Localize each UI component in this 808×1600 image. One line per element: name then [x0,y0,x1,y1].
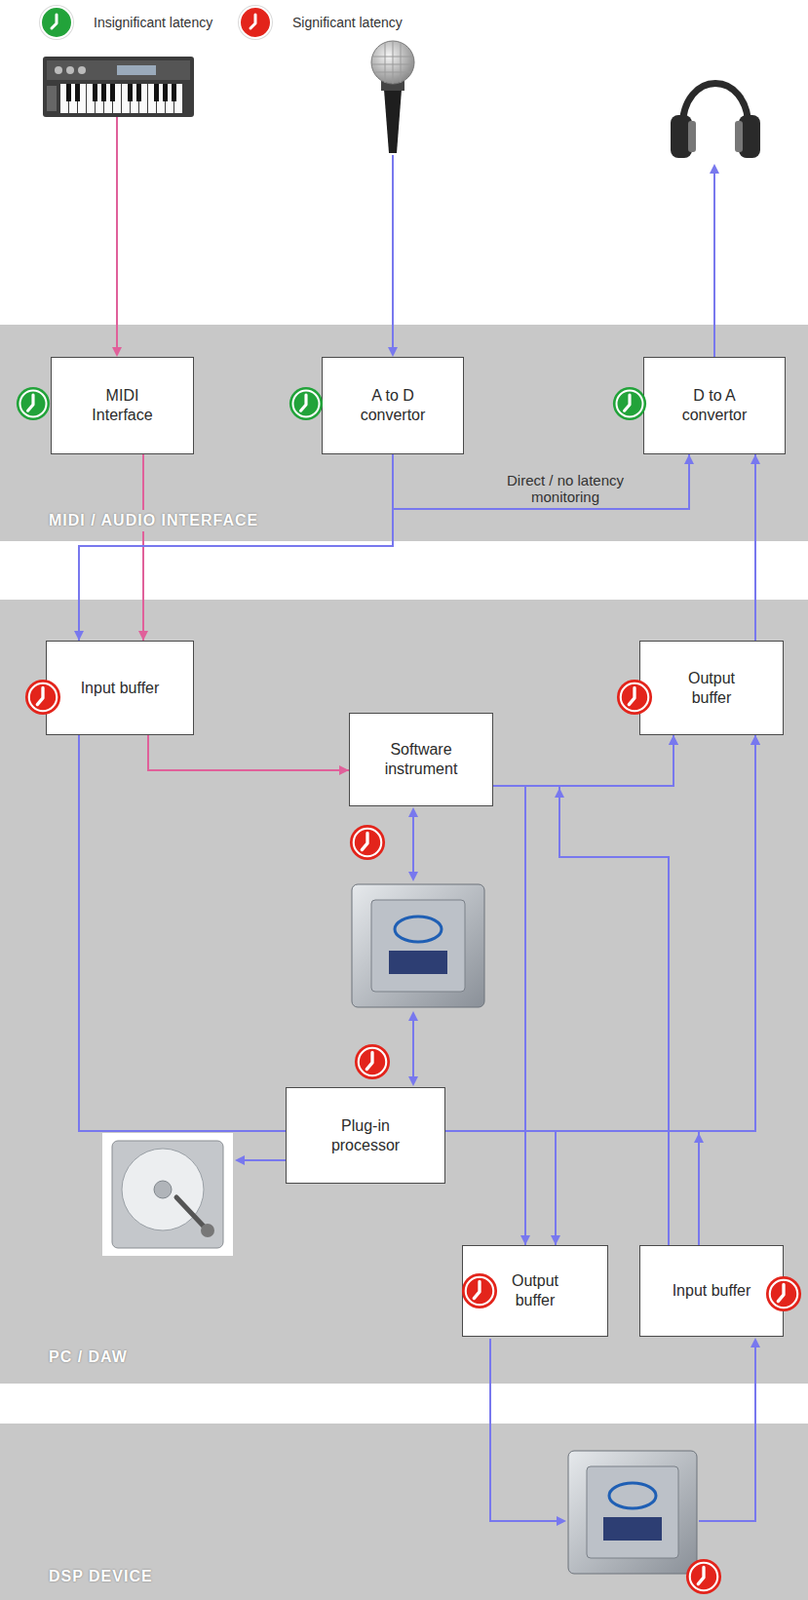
box-label: Output buffer [491,1270,579,1310]
box-label: Software instrument [377,739,465,779]
edge-label: Direct / no latency monitoring [482,471,649,505]
clock-hand-stroke [51,14,57,29]
region-label: DSP DEVICE [45,1565,156,1587]
cpu-chip [351,884,485,1007]
box-label: Input buffer [80,678,160,698]
box-label: Input buffer [672,1280,752,1301]
clock-hand [240,7,270,38]
legend-label: Significant latency [292,13,403,32]
microphone [371,40,415,154]
process-box: D to A convertor [643,356,786,455]
headphones [670,83,761,159]
box-label: D to A convertor [670,385,759,425]
legend-swatch [238,5,272,39]
process-box: Input buffer [45,640,194,735]
region-label: PC / DAW [45,1346,131,1368]
box-label: Output buffer [667,668,756,708]
process-box: MIDI Interface [50,356,194,455]
process-box: Software instrument [348,712,494,807]
box-label: MIDI Interface [78,385,167,425]
dsp-chip [568,1450,697,1574]
legend-swatch [39,5,74,39]
hard-drive [102,1132,233,1256]
process-box: Output buffer [639,640,784,735]
process-box: Output buffer [461,1244,609,1337]
legend: Insignificant latency Significant latency [0,0,808,47]
connector-line [754,454,757,641]
box-label: Plug-in processor [321,1115,410,1155]
region-label: MIDI / AUDIO INTERFACE [45,509,262,532]
process-box: A to D convertor [321,356,464,455]
legend-label: Insignificant latency [93,13,213,32]
clock-hand-stroke [250,14,256,29]
clock-hand [41,7,72,38]
midi-keyboard [42,56,194,117]
connector-line [142,454,145,641]
process-box: Plug-in processor [285,1086,446,1184]
process-box: Input buffer [639,1244,784,1337]
box-label: A to D convertor [348,385,437,425]
